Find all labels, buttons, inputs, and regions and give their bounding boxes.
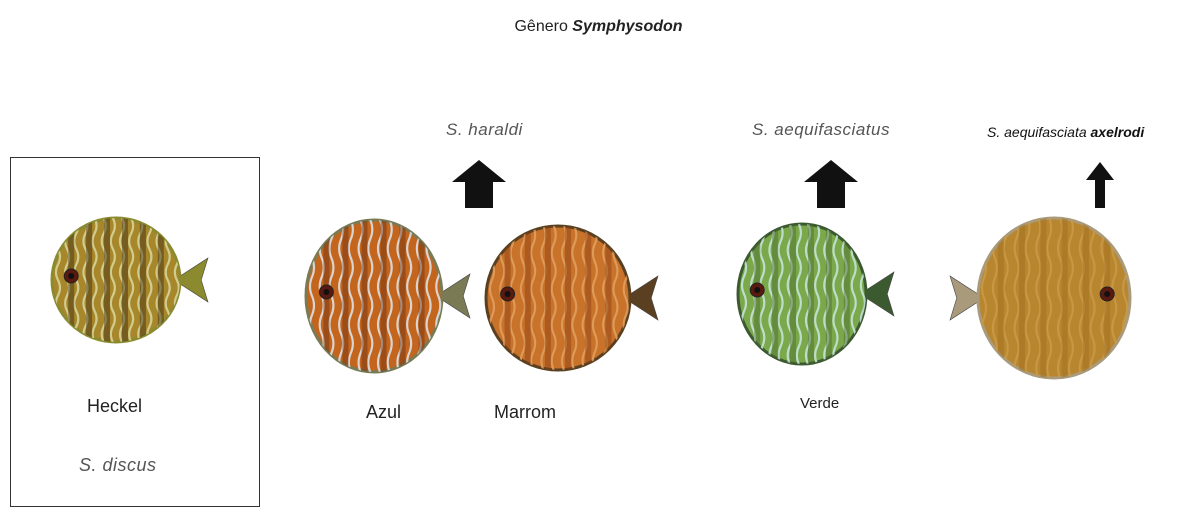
vertical-bar: [790, 224, 796, 364]
fish-pupil: [754, 287, 760, 293]
vertical-bar: [565, 226, 571, 370]
vertical-bar: [400, 220, 406, 372]
vertical-bar: [122, 218, 128, 342]
fish-pupil: [505, 291, 511, 297]
marrom-fish-image: [480, 218, 656, 378]
fish-label-marrom: Marrom: [494, 402, 556, 423]
species-label-axelrodi: S. aequifasciata axelrodi: [987, 124, 1144, 140]
fish-label-verde: Verde: [800, 395, 839, 412]
vertical-bar: [1040, 218, 1046, 378]
fish-pupil: [323, 289, 329, 295]
arrow-up-icon: [452, 160, 506, 210]
axelrodi-fish-image: [950, 210, 1146, 382]
azul-fish-image: [300, 210, 468, 390]
title-genus: Symphysodon: [572, 18, 682, 35]
arrow-up-icon: [804, 160, 858, 210]
fish-label-azul: Azul: [366, 402, 401, 423]
species-axelrodi-suffix: axelrodi: [1091, 124, 1145, 140]
vertical-bar: [381, 220, 387, 372]
vertical-bar: [772, 224, 778, 364]
vertical-bar: [1083, 218, 1089, 378]
fish-label-heckel: Heckel: [87, 396, 142, 417]
vertical-bar: [86, 218, 92, 342]
title-prefix: Gênero: [514, 18, 567, 35]
vertical-bar: [545, 226, 551, 370]
vertical-bar: [104, 218, 110, 342]
verde-fish-image: [732, 214, 894, 378]
species-label-aequifasciatus: S. aequifasciatus: [752, 120, 890, 140]
vertical-bar: [525, 226, 531, 370]
species-label-discus: S. discus: [79, 455, 157, 476]
page-title: Gênero Symphysodon: [0, 18, 1197, 36]
heckel-fish-image: [38, 208, 214, 350]
vertical-bar: [361, 220, 367, 372]
fish-pupil: [68, 273, 74, 279]
vertical-bar: [342, 220, 348, 372]
species-axelrodi-prefix: S. aequifasciata: [987, 124, 1087, 140]
vertical-bar: [1019, 218, 1025, 378]
vertical-bar: [1062, 218, 1068, 378]
species-label-haraldi: S. haraldi: [446, 120, 523, 140]
fish-pupil: [1104, 291, 1110, 297]
arrow-up-icon: [1086, 162, 1114, 208]
vertical-bar: [140, 218, 146, 342]
vertical-bar: [585, 226, 591, 370]
vertical-bar: [808, 224, 814, 364]
vertical-bar: [826, 224, 832, 364]
